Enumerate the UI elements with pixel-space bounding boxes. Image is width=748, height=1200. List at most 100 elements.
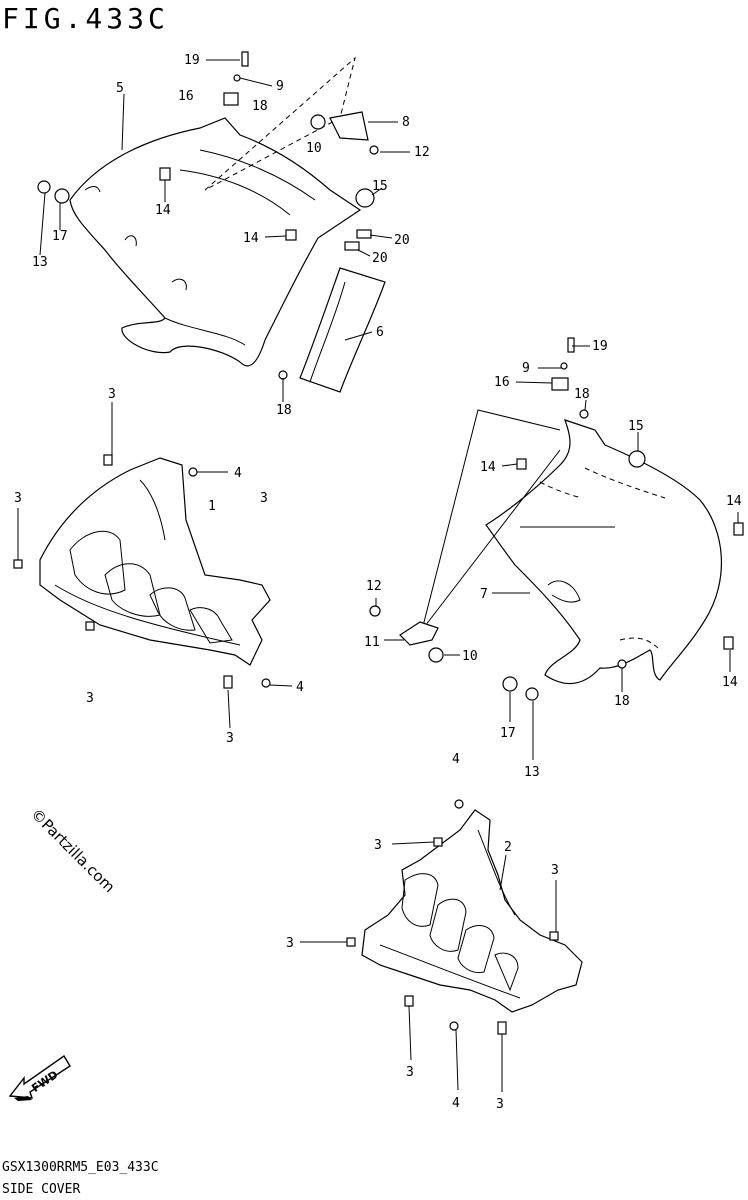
nut-3-bottom-left <box>404 995 414 1007</box>
callout-3b: 3 <box>260 491 268 506</box>
callout-9: 9 <box>276 79 284 94</box>
nut-3-right <box>549 931 559 941</box>
callout-15-right: 15 <box>628 419 644 434</box>
callout-7: 7 <box>480 587 488 602</box>
callout-14-right-a: 14 <box>480 460 496 475</box>
callout-14-right-c: 14 <box>722 675 738 690</box>
bracket-11 <box>399 621 439 646</box>
nut-14b <box>159 167 171 181</box>
callout-12-right: 12 <box>366 579 382 594</box>
callout-3-bottom-left: 3 <box>406 1065 414 1080</box>
callout-13-right: 13 <box>524 765 540 780</box>
nut-3d <box>85 621 95 631</box>
side-cowling-upper-left <box>69 117 362 367</box>
nut-14-right-a <box>516 458 527 470</box>
callout-19-right: 19 <box>592 339 608 354</box>
callout-6: 6 <box>376 325 384 340</box>
nut-3a <box>103 454 113 466</box>
callout-3a: 3 <box>108 387 116 402</box>
screw-19 <box>241 51 249 67</box>
inner-panel-left-leaders <box>17 402 293 729</box>
nut-14 <box>285 229 297 241</box>
callout-13: 13 <box>32 255 48 270</box>
washer-9 <box>233 74 241 82</box>
callout-20: 20 <box>394 233 410 248</box>
nut-3-left <box>346 937 356 947</box>
grommet-16 <box>223 92 239 106</box>
right-assembly-leaders <box>375 345 739 760</box>
callout-4b: 4 <box>296 680 304 695</box>
nut-3-bottom-right <box>497 1021 507 1035</box>
cushion-20a <box>344 241 360 251</box>
callout-5: 5 <box>116 81 124 96</box>
callout-18: 18 <box>252 99 268 114</box>
nut-3-upper <box>433 837 443 847</box>
callout-15: 15 <box>372 179 388 194</box>
nut-14-right-b <box>733 522 744 536</box>
callout-4a: 4 <box>234 466 242 481</box>
inner-panel-right-callouts: 3 2 3 3 3 4 3 <box>286 838 559 1112</box>
grommet-17 <box>54 188 70 204</box>
upper-left-leaders <box>39 59 410 402</box>
callout-8: 8 <box>402 115 410 130</box>
callout-16-right: 16 <box>494 375 510 390</box>
upper-left-assembly <box>37 51 386 393</box>
washer-9-right <box>560 362 568 370</box>
nut-14-right-c <box>723 636 734 650</box>
bolt-13-right <box>525 687 539 701</box>
nut-3c <box>223 675 233 689</box>
grommet-15 <box>355 188 375 208</box>
screw-18-right-b <box>617 659 627 669</box>
callout-14-right-b: 14 <box>726 494 742 509</box>
callout-18b: 18 <box>276 403 292 418</box>
callout-9-right: 9 <box>522 361 530 376</box>
callout-3d: 3 <box>86 691 94 706</box>
screw-4-bottom <box>449 1021 459 1031</box>
inner-panel-left-callouts: 3 4 1 3 3 4 3 3 <box>14 387 304 746</box>
inner-panel-right-leaders <box>300 841 557 1092</box>
callout-3-upper: 3 <box>374 838 382 853</box>
callout-19: 19 <box>184 53 200 68</box>
section-name: SIDE COVER <box>2 1182 81 1197</box>
figure-title: FIG.433C <box>2 2 169 35</box>
upper-left-callouts: 19 9 5 16 18 8 10 12 14 15 17 13 14 20 2… <box>32 53 430 418</box>
screw-19-right <box>567 337 575 353</box>
drawing-code: GSX1300RRM5_E03_433C <box>2 1160 159 1175</box>
grommet-17-right <box>502 676 518 692</box>
callout-10-right: 10 <box>462 649 478 664</box>
side-panel-trim-strip <box>299 267 386 393</box>
callout-18-right-b: 18 <box>614 694 630 709</box>
inner-cover-1 <box>39 457 271 666</box>
inner-panel-right <box>346 799 583 1035</box>
callout-3-right: 3 <box>551 863 559 878</box>
callout-3-bottom-right: 3 <box>496 1097 504 1112</box>
cushion-20b <box>356 229 372 239</box>
bolt-13 <box>37 180 51 194</box>
grommet-15-right <box>628 450 646 468</box>
inner-cover-2 <box>361 809 583 1013</box>
callout-11: 11 <box>364 635 380 650</box>
nut-3b <box>13 559 23 569</box>
grommet-16-right <box>551 377 569 391</box>
right-assembly <box>369 337 744 701</box>
screw-12 <box>369 145 379 155</box>
callout-3e: 3 <box>226 731 234 746</box>
callout-10: 10 <box>306 141 322 156</box>
collar-10-right <box>428 647 444 663</box>
fwd-arrow-icon: FWD <box>8 1054 71 1101</box>
callout-17: 17 <box>52 229 68 244</box>
callout-16: 16 <box>178 89 194 104</box>
right-assembly-callouts: 19 9 16 18 15 14 14 7 12 11 10 14 17 18 … <box>364 339 742 780</box>
side-cowling-upper-right <box>485 419 722 685</box>
callout-14: 14 <box>155 203 171 218</box>
screw-18-right-a <box>579 409 589 419</box>
callout-3c: 3 <box>14 491 22 506</box>
callout-17-right: 17 <box>500 726 516 741</box>
callout-1: 1 <box>208 499 216 514</box>
screw-4b <box>261 678 271 688</box>
callout-3-left: 3 <box>286 936 294 951</box>
collar-10 <box>310 114 326 130</box>
callout-20b: 20 <box>372 251 388 266</box>
